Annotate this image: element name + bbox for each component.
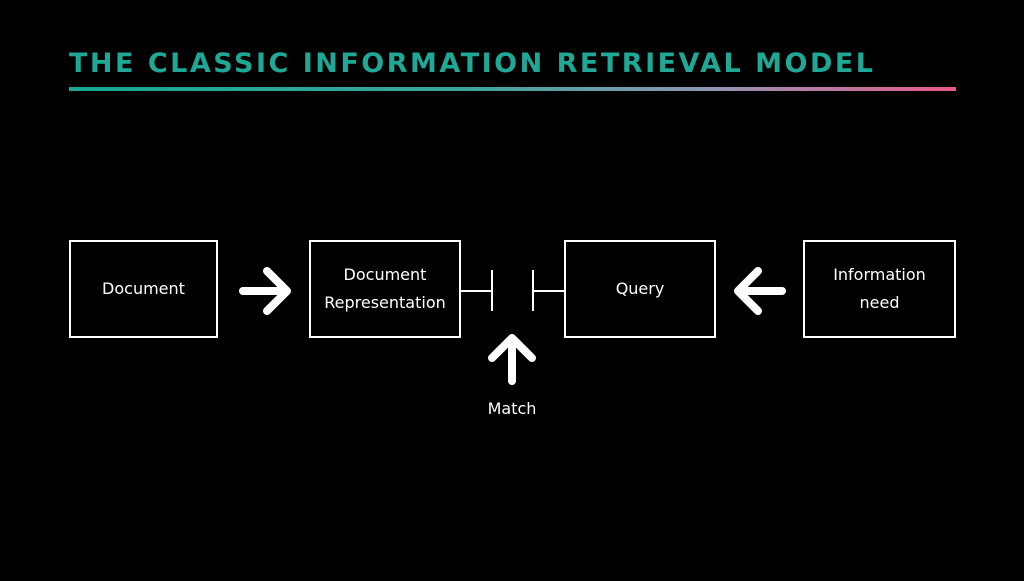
arrow-left-icon (734, 267, 786, 315)
match-bracket-left (461, 270, 493, 311)
query-box: Query (564, 240, 716, 338)
query-label: Query (615, 279, 665, 298)
match-bracket-right (532, 270, 564, 311)
document-label: Document (102, 279, 185, 298)
document-box: Document (69, 240, 218, 338)
arrow-right-icon (239, 267, 291, 315)
information-need-label: Information need (833, 265, 926, 312)
match-label: Match (487, 399, 537, 418)
arrow-up-icon (488, 334, 536, 385)
document-representation-label: Document Representation (324, 265, 446, 312)
title-underline (69, 87, 956, 91)
information-need-box: Information need (803, 240, 956, 338)
document-representation-box: Document Representation (309, 240, 461, 338)
slide-title: THE CLASSIC INFORMATION RETRIEVAL MODEL (69, 48, 876, 79)
